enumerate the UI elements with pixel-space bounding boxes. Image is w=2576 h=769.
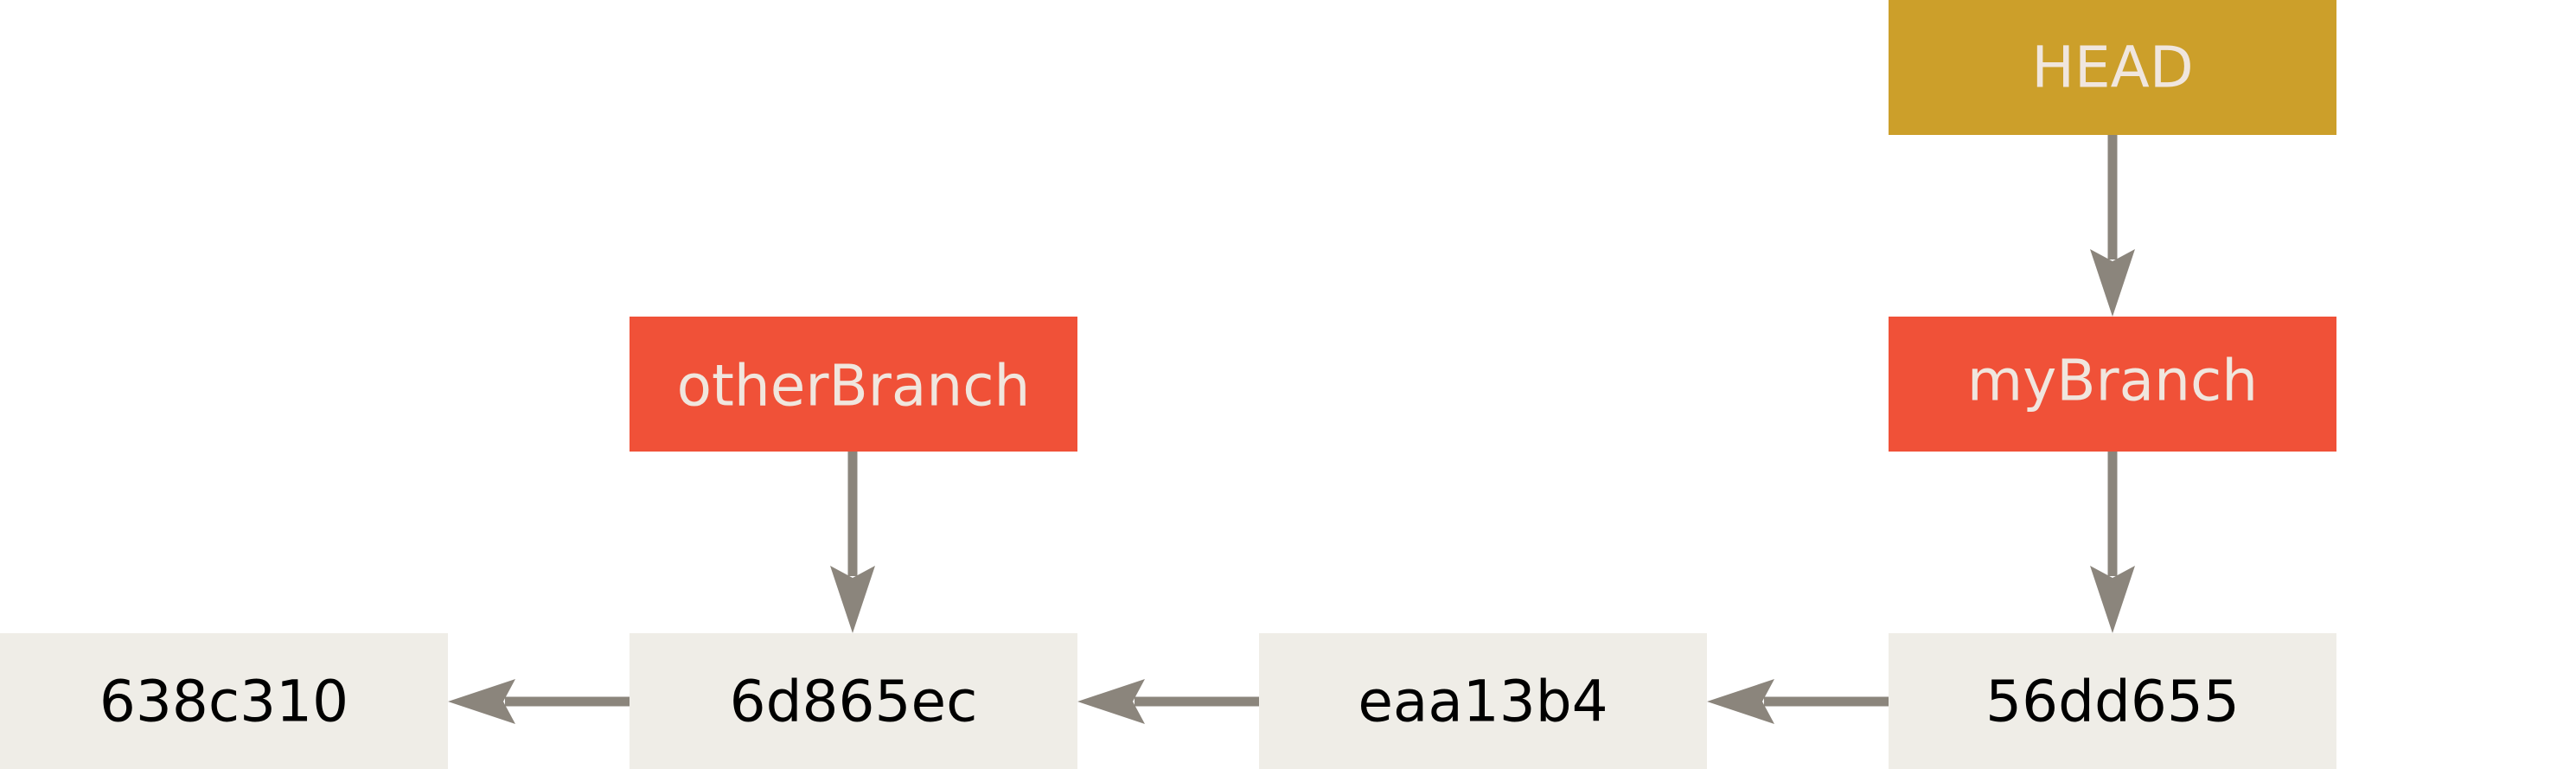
otherbranch-box [630,317,1077,452]
commit-node: 638c310 [0,633,448,769]
mybranch-label: myBranch [1967,348,2258,414]
commit-box [1889,633,2336,769]
commit-node: 6d865ec [630,633,1077,769]
otherbranch-label: otherBranch [677,353,1031,420]
arrowhead-icon [1707,679,1774,724]
head-label: HEAD [2031,35,2193,101]
commit-node: eaa13b4 [1259,633,1707,769]
arrowhead-icon [1077,679,1145,724]
commit-box [630,633,1077,769]
arrowhead-icon [830,566,875,633]
commit-box [0,633,448,769]
commit-node: 56dd655 [1889,633,2336,769]
arrowhead-icon [2090,566,2135,633]
commit-hash: 638c310 [99,669,348,735]
edges [448,135,2135,724]
branch-otherbranch: otherBranch [630,317,1077,452]
head-box [1889,0,2336,135]
branch-mybranch: myBranch [1889,317,2336,452]
commit-hash: 56dd655 [1985,669,2240,735]
arrowhead-icon [448,679,515,724]
mybranch-box [1889,317,2336,452]
commit-hash: eaa13b4 [1358,669,1608,735]
arrowhead-icon [2090,249,2135,317]
head-pointer: HEAD [1889,0,2336,135]
commit-hash: 6d865ec [730,669,978,735]
commit-box [1259,633,1707,769]
